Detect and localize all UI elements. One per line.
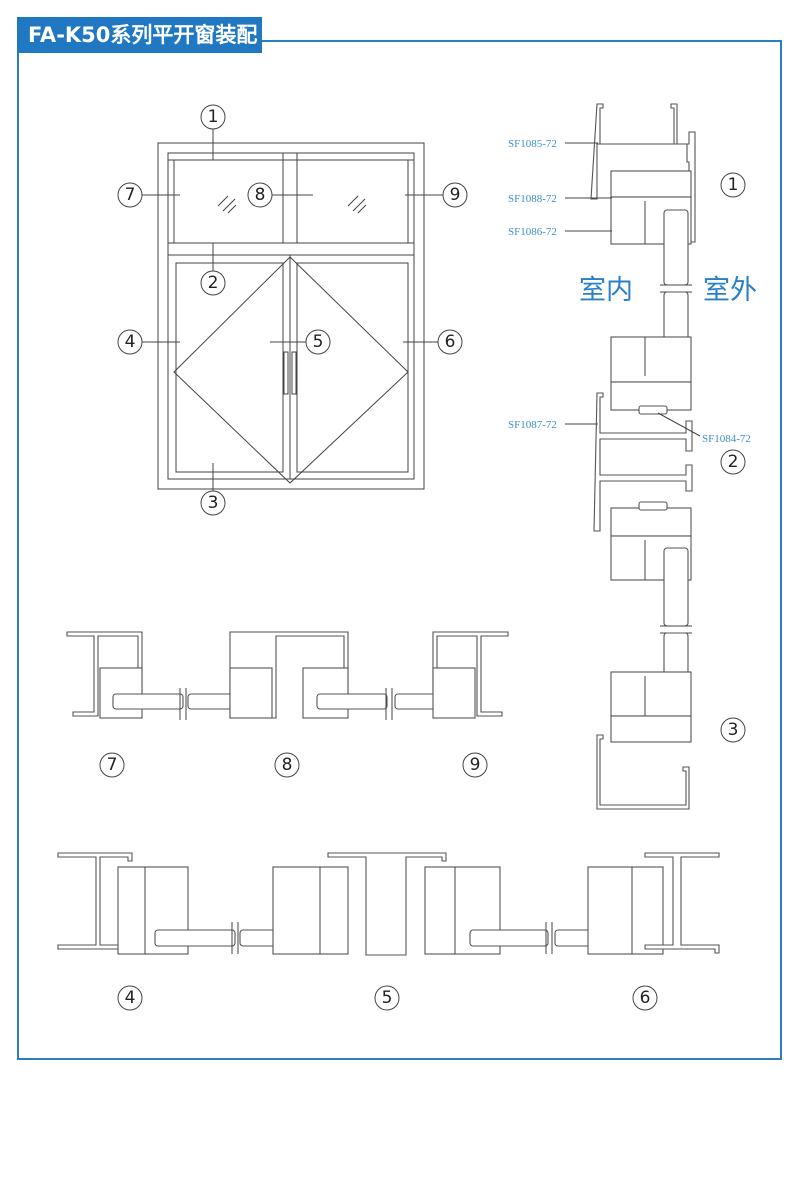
drawing-border	[17, 40, 782, 1060]
svg-text:4: 4	[125, 988, 136, 1008]
marker-6: 6	[632, 985, 658, 1011]
section-markers-lower: 4 5 6	[117, 985, 658, 1011]
code-sf1087: SF1087-72	[508, 419, 557, 431]
svg-text:1: 1	[728, 175, 739, 195]
marker-6: 6	[437, 329, 463, 355]
horizontal-section-upper	[66, 631, 509, 720]
svg-text:5: 5	[313, 332, 324, 352]
horizontal-section-lower	[57, 852, 720, 956]
marker-8: 8	[247, 182, 273, 208]
marker-9: 9	[442, 182, 468, 208]
svg-text:5: 5	[382, 988, 393, 1008]
svg-text:2: 2	[728, 452, 739, 472]
svg-text:9: 9	[470, 755, 481, 775]
marker-4: 4	[117, 329, 143, 355]
marker-1: 1	[200, 104, 226, 130]
code-sf1086: SF1086-72	[508, 226, 557, 238]
marker-2: 2	[720, 449, 746, 475]
section-markers-right: 1 2 3	[720, 172, 746, 743]
code-sf1088: SF1088-72	[508, 193, 557, 205]
svg-text:7: 7	[107, 755, 118, 775]
svg-text:9: 9	[450, 185, 461, 205]
svg-text:6: 6	[445, 332, 456, 352]
svg-text:3: 3	[208, 493, 219, 513]
svg-text:3: 3	[728, 720, 739, 740]
code-sf1085: SF1085-72	[508, 138, 557, 150]
marker-7: 7	[117, 182, 143, 208]
outdoor-label: 室外	[703, 275, 757, 306]
marker-4: 4	[117, 985, 143, 1011]
svg-text:4: 4	[125, 332, 136, 352]
marker-5: 5	[305, 329, 331, 355]
svg-text:6: 6	[640, 988, 651, 1008]
profile-code-labels: SF1085-72 SF1088-72 SF1086-72 SF1087-72 …	[508, 138, 751, 445]
marker-9: 9	[462, 752, 488, 778]
handle-left	[283, 351, 289, 395]
window-elevation	[142, 129, 443, 491]
elevation-markers: 1 7 8 9 2 4 5 6 3	[117, 104, 468, 516]
indoor-label: 室内	[579, 275, 633, 306]
svg-text:8: 8	[282, 755, 293, 775]
marker-2: 2	[200, 270, 226, 296]
vertical-section	[565, 103, 701, 810]
svg-text:7: 7	[125, 185, 136, 205]
svg-text:2: 2	[208, 273, 219, 293]
marker-1: 1	[720, 172, 746, 198]
section-markers-upper: 7 8 9	[99, 752, 488, 778]
svg-text:1: 1	[208, 107, 219, 127]
marker-3: 3	[200, 490, 226, 516]
page-title: FA-K50系列平开窗装配图	[17, 17, 262, 83]
marker-7: 7	[99, 752, 125, 778]
marker-5: 5	[374, 985, 400, 1011]
code-sf1084: SF1084-72	[702, 433, 751, 445]
glass-hatch-right	[347, 195, 367, 214]
glass-hatch-left	[217, 195, 237, 214]
svg-text:8: 8	[255, 185, 266, 205]
handle-right	[291, 351, 297, 395]
marker-3: 3	[720, 717, 746, 743]
marker-8: 8	[274, 752, 300, 778]
